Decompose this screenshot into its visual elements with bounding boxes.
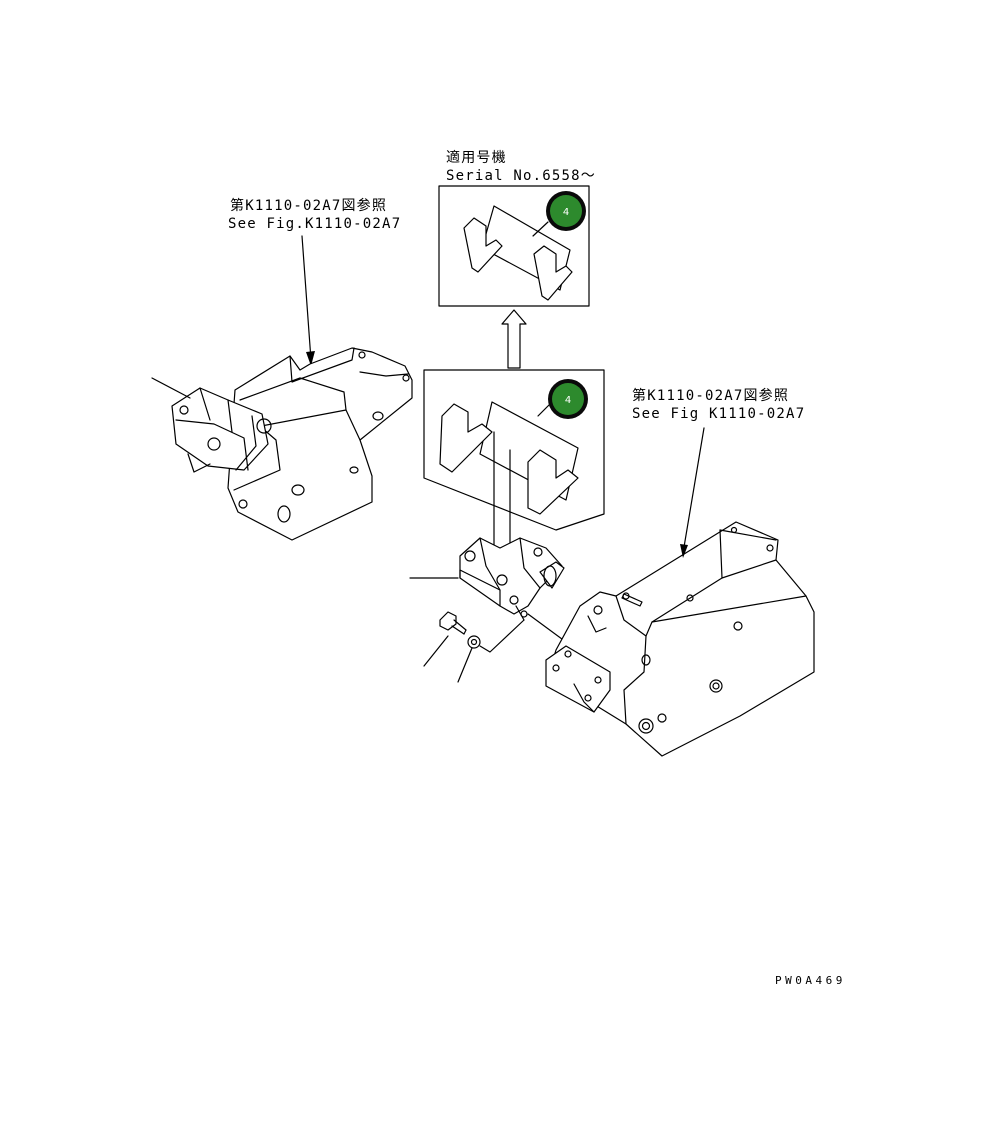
leader-left-assembly bbox=[151, 377, 191, 399]
serial-number-label: Serial No.6558～ bbox=[446, 168, 596, 184]
callout-badge-top: 4 bbox=[546, 191, 586, 231]
callout-number-middle: 4 bbox=[565, 395, 571, 406]
inset-serial-variant bbox=[438, 185, 590, 307]
ref-left-leader bbox=[301, 235, 315, 366]
callout-badge-middle: 4 bbox=[548, 379, 588, 419]
serial-heading-jp: 適用号機 bbox=[446, 149, 507, 166]
leader-bolt bbox=[423, 635, 449, 667]
bolt bbox=[439, 611, 467, 635]
right-assembly bbox=[545, 521, 815, 757]
ref-right-jp: 第K1110-02A7図参照 bbox=[632, 387, 789, 404]
ref-right-leader bbox=[680, 427, 705, 558]
ref-right-en: See Fig K1110-02A7 bbox=[632, 406, 805, 422]
left-assembly bbox=[171, 347, 413, 541]
center-bracket bbox=[459, 537, 565, 621]
callout-number-top: 4 bbox=[563, 207, 569, 218]
leader-washer bbox=[457, 647, 473, 683]
drawing-code: PW0A469 bbox=[775, 974, 846, 987]
variant-arrow bbox=[501, 309, 527, 369]
washer-connector bbox=[479, 619, 525, 653]
detail-inset bbox=[423, 369, 605, 531]
ref-left-jp: 第K1110-02A7図参照 bbox=[230, 197, 387, 214]
ref-left-en: See Fig.K1110-02A7 bbox=[228, 216, 401, 232]
washer bbox=[467, 635, 481, 649]
